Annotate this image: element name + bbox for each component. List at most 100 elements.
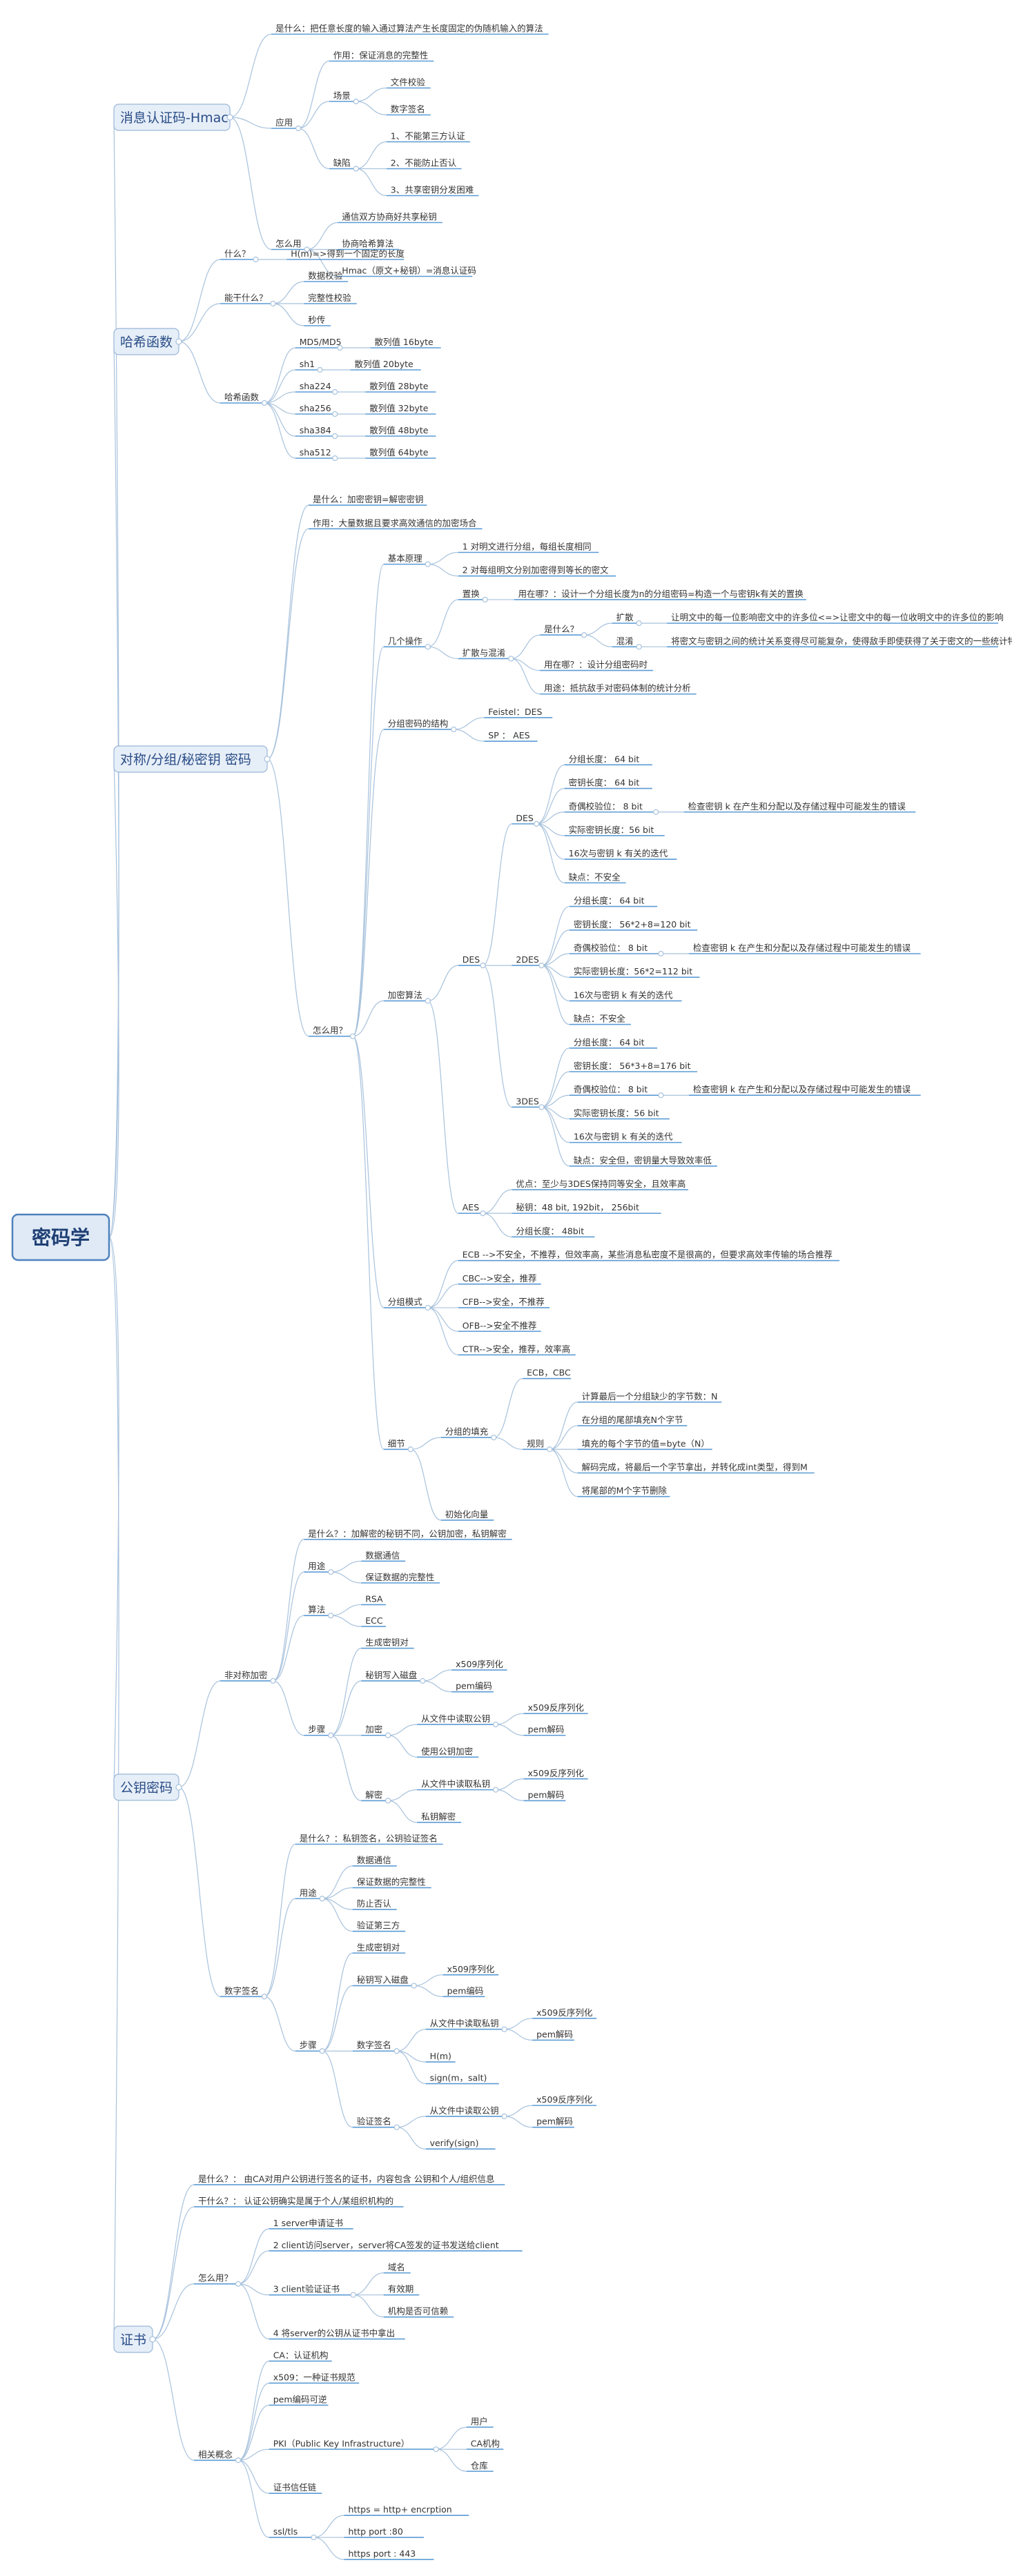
collapse-toggle[interactable] (261, 1994, 268, 2000)
branch-node-0[interactable]: 消息认证码-Hmac (113, 104, 231, 131)
collapse-toggle[interactable] (350, 2292, 356, 2298)
topic-node-n[interactable]: 计算最后一个分组缺少的字节数：N (577, 1391, 722, 1403)
topic-node-des[interactable]: DES (512, 813, 537, 825)
topic-node-56-bit[interactable]: 实际密钥长度：56 bit (564, 825, 665, 836)
topic-node-node[interactable]: 域名 (383, 2262, 411, 2274)
collapse-toggle[interactable] (235, 2457, 242, 2464)
topic-node-rsa[interactable]: RSA (361, 1593, 386, 1606)
topic-node-ecb-cbc[interactable]: ECB，CBC (523, 1368, 572, 1379)
collapse-toggle[interactable] (332, 411, 338, 417)
topic-node-x509[interactable]: x509反序列化 (532, 2007, 597, 2019)
topic-node-node[interactable]: 步骤 (295, 2040, 322, 2052)
topic-node-node[interactable]: 置换 (458, 589, 485, 600)
collapse-toggle[interactable] (501, 2113, 507, 2119)
topic-node-node[interactable]: 怎么用？ (309, 1025, 353, 1037)
topic-node-md5-md5[interactable]: MD5/MD5 (295, 337, 342, 348)
topic-node-x509[interactable]: x509反序列化 (532, 2094, 597, 2106)
collapse-toggle[interactable] (385, 1732, 391, 1738)
topic-node-node[interactable]: 混淆 (612, 636, 639, 648)
topic-node-x509[interactable]: x509反序列化 (523, 1768, 588, 1780)
collapse-toggle[interactable] (304, 246, 310, 253)
topic-node-node[interactable]: 用途：抵抗敌手对密码体制的统计分析 (540, 683, 697, 695)
topic-node-48bit[interactable]: 分组长度： 48bit (512, 1226, 595, 1238)
topic-node-h-m[interactable]: H(m)=>得到一个固定的长度 (286, 248, 405, 260)
topic-node-2des[interactable]: 2DES (512, 954, 542, 966)
collapse-toggle[interactable] (319, 2048, 325, 2054)
topic-node-node[interactable]: 有效期 (383, 2284, 420, 2296)
topic-node-node[interactable]: 是什么？ (540, 624, 585, 636)
topic-node-n[interactable]: 在分组的尾部填充N个字节 (577, 1415, 688, 1426)
topic-node-node[interactable]: 分组密码的结构 (383, 718, 454, 730)
topic-node-node[interactable]: 场景 (329, 90, 356, 102)
topic-node-hmac[interactable]: Hmac（原文+秘钥）=消息认证码 (338, 266, 476, 277)
topic-node-ofb[interactable]: OFB-->安全不推荐 (458, 1320, 541, 1333)
topic-node-node[interactable]: 是什么？：私钥签名，公钥验证签名 (295, 1833, 443, 1845)
topic-node-node[interactable]: 将密文与密钥之间的统计关系变得尽可能复杂，使得敌手即使获得了关于密文的一些统计特… (667, 636, 1012, 648)
topic-node-cfb[interactable]: CFB-->安全，不推荐 (458, 1297, 550, 1308)
topic-node-ctr[interactable]: CTR-->安全，推荐，效率高 (458, 1344, 576, 1356)
topic-node-pem[interactable]: pem解码 (523, 1789, 566, 1802)
topic-node-http-port-80[interactable]: http port :80 (344, 2526, 424, 2538)
topic-node-x509[interactable]: x509：一种证书规范 (269, 2372, 360, 2384)
topic-node-node[interactable]: 扩散与混淆 (458, 647, 512, 660)
collapse-toggle[interactable] (328, 1613, 334, 1619)
topic-node-node[interactable]: 缺点：安全但，密钥量大导致效率低 (569, 1155, 717, 1167)
collapse-toggle[interactable] (581, 632, 587, 638)
collapse-toggle[interactable] (636, 644, 642, 650)
topic-node-x509[interactable]: x509序列化 (442, 1964, 499, 1976)
collapse-toggle[interactable] (658, 950, 664, 957)
topic-node-pki-public-key-infrastru[interactable]: PKI（Public Key Infrastructure） (269, 2438, 436, 2450)
collapse-toggle[interactable] (508, 656, 514, 662)
topic-node-node[interactable]: 相关概念 (194, 2449, 238, 2461)
collapse-toggle[interactable] (538, 1104, 545, 1110)
topic-node-node[interactable]: 应用 (271, 117, 299, 129)
topic-node-node[interactable]: 哈希函数 (220, 392, 264, 404)
topic-node-node[interactable]: 初始化向量 (440, 1509, 494, 1521)
topic-node-x509[interactable]: x509反序列化 (523, 1702, 588, 1714)
collapse-toggle[interactable] (407, 1446, 413, 1453)
topic-node-k[interactable]: 检查密钥 k 在产生和分配以及存储过程中可能发生的错误 (683, 801, 916, 813)
branch-node-3[interactable]: 公钥密码 (113, 1773, 179, 1801)
topic-node-node[interactable]: 是什么？：加解密的秘钥不同，公钥加密，私钥解密 (304, 1528, 512, 1540)
topic-node-node[interactable]: 数字签名 (220, 1985, 264, 1998)
topic-node-node[interactable]: 让明文中的每一位影响密文中的许多位<=>让密文中的每一位收明文中的许多位的影响 (667, 612, 1004, 624)
collapse-toggle[interactable] (226, 114, 233, 121)
collapse-toggle[interactable] (393, 2124, 400, 2130)
topic-node-node[interactable]: 数字签名 (352, 2040, 397, 2052)
topic-node-node[interactable]: 扩散 (612, 612, 639, 624)
topic-node-28byte[interactable]: 散列值 28byte (365, 381, 436, 393)
collapse-toggle[interactable] (332, 455, 338, 462)
topic-node-node[interactable]: 用途 (304, 1561, 331, 1573)
topic-node-16-k[interactable]: 16次与密钥 k 有关的迭代 (569, 1132, 682, 1143)
topic-node-node[interactable]: 从文件中读取公钥 (417, 1713, 496, 1725)
topic-node-sha256[interactable]: sha256 (295, 403, 335, 415)
topic-node-n-k[interactable]: 用在哪？：设计一个分组长度为n的分组密码=构造一个与密钥k有关的置换 (514, 589, 806, 600)
collapse-toggle[interactable] (425, 1304, 431, 1311)
topic-node-node[interactable]: 干什么？： 认证公钥确实是属于个人/某组织机构的 (194, 2196, 404, 2208)
collapse-toggle[interactable] (425, 644, 431, 650)
topic-node-64-bit[interactable]: 分组长度： 64 bit (564, 754, 652, 766)
collapse-toggle[interactable] (411, 1983, 417, 1989)
topic-node-node[interactable]: 缺陷 (329, 158, 356, 170)
branch-node-2[interactable]: 对称/分组/秘密钥 密码 (113, 745, 268, 773)
topic-node-node[interactable]: 基本原理 (383, 553, 428, 565)
topic-node-node[interactable]: 从文件中读取私钥 (417, 1779, 496, 1791)
collapse-toggle[interactable] (253, 256, 259, 263)
collapse-toggle[interactable] (425, 561, 431, 567)
topic-node-node[interactable]: 验证签名 (352, 2116, 397, 2128)
topic-node-node[interactable]: 细节 (383, 1438, 411, 1451)
topic-node-m[interactable]: 将尾部的M个字节删除 (577, 1486, 670, 1497)
topic-node-2[interactable]: 2 对每组明文分别加密得到等长的密文 (458, 565, 616, 577)
topic-node-node[interactable]: 用户 (466, 2416, 494, 2428)
collapse-toggle[interactable] (492, 1787, 499, 1793)
topic-node-node[interactable]: 解密 (361, 1789, 389, 1802)
collapse-toggle[interactable] (332, 433, 338, 440)
topic-node-node[interactable]: 协商哈希算法 (338, 239, 400, 250)
topic-node-node[interactable]: 用途 (295, 1887, 322, 1900)
topic-node-sh1[interactable]: sh1 (295, 359, 320, 371)
topic-node-node[interactable]: 怎么用 (271, 239, 307, 250)
branch-node-4[interactable]: 证书 (113, 2326, 153, 2353)
topic-node-node[interactable]: 证书信任链 (269, 2482, 322, 2494)
topic-node-ssl-tls[interactable]: ssl/tls (269, 2526, 314, 2538)
topic-node-des[interactable]: DES (458, 954, 483, 966)
